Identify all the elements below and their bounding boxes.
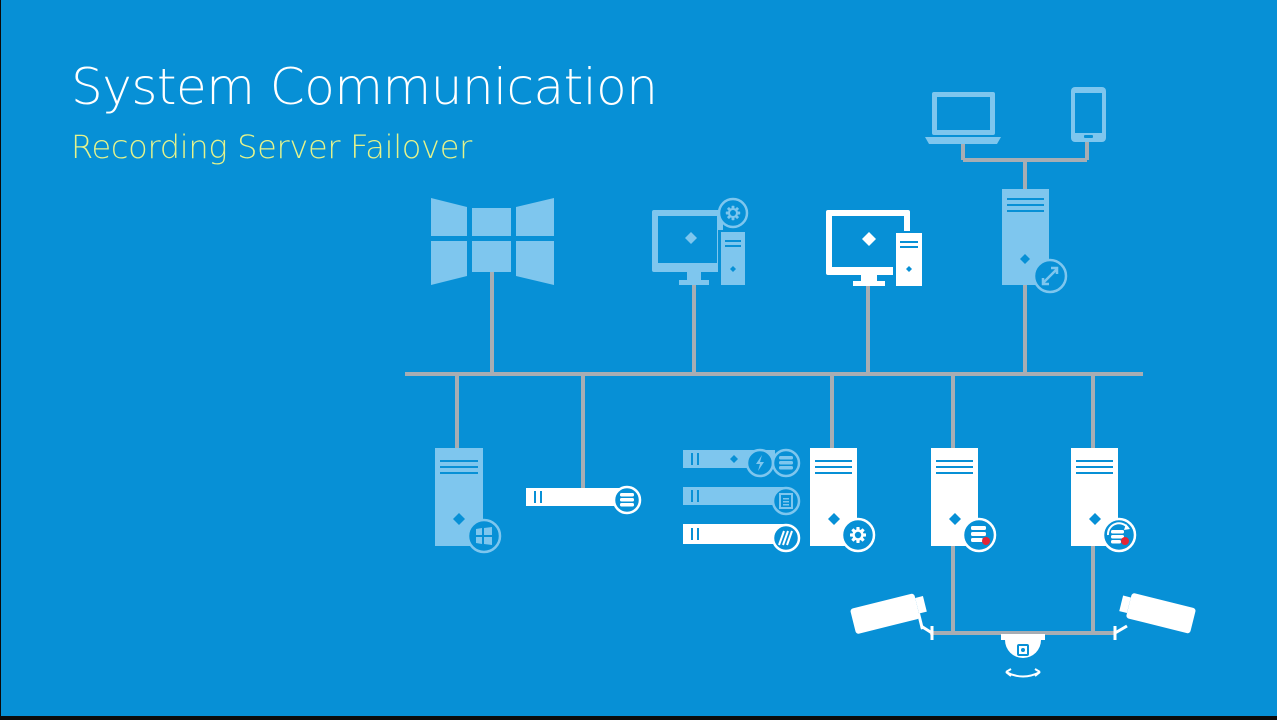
slide-title: System Communication [71, 58, 658, 116]
camera-mount-right [1114, 624, 1128, 635]
storage-small-icon [1111, 530, 1124, 544]
camera-icon [850, 593, 927, 634]
smart-client-icon [826, 210, 924, 287]
management-server-icon [810, 448, 876, 553]
active-directory-server-icon [435, 448, 502, 554]
smartphone-icon [1071, 87, 1106, 142]
lightning-icon [756, 455, 764, 471]
status-indicator-red [1121, 537, 1129, 545]
sql-server-icon [526, 485, 642, 515]
slide-bottom-edge [0, 716, 1277, 720]
dome-camera-icon [1001, 634, 1045, 678]
log-server-icon [683, 486, 801, 516]
slide-subtitle: Recording Server Failover [71, 128, 472, 166]
mobile-server-icon [1002, 189, 1068, 294]
management-client-icon [652, 197, 749, 286]
laptop-icon [925, 92, 1001, 144]
recording-server-icon [931, 448, 997, 553]
network-lines [405, 140, 1143, 635]
event-server-icon [683, 448, 801, 478]
service-channel-server-icon [683, 523, 801, 553]
windows-logo-icon [431, 198, 554, 285]
channel-lines-icon [778, 530, 793, 546]
failover-server-icon [1071, 448, 1137, 553]
database-small-icon [779, 456, 793, 470]
storage-icon [971, 526, 986, 542]
camera-icon [1119, 593, 1196, 634]
document-icon [779, 493, 793, 509]
windows-small-icon [476, 527, 492, 545]
database-icon [620, 493, 634, 507]
camera-mount-left [920, 624, 933, 635]
status-indicator-red [982, 537, 990, 545]
